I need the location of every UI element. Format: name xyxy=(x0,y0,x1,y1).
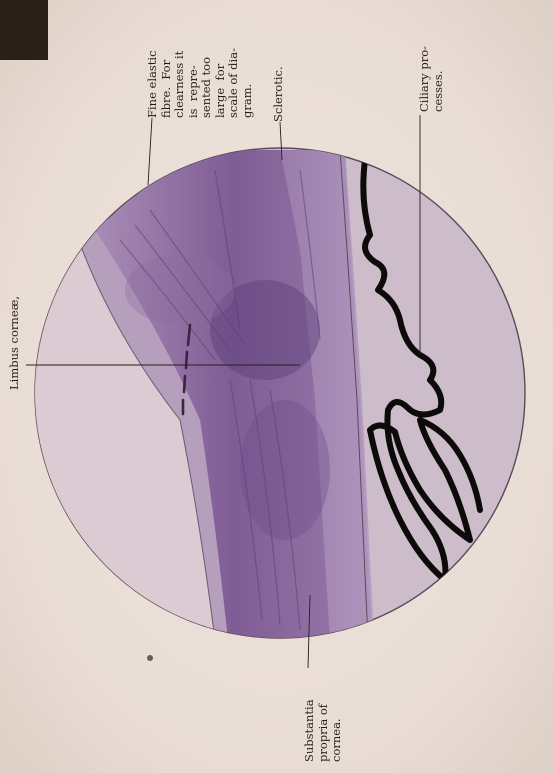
label-substantia-propria: Substantia propria of cornea. xyxy=(303,699,344,762)
label-sclerotic: Sclerotic. xyxy=(272,66,286,122)
label-limbus-corneae: Limbus corneæ, xyxy=(8,296,22,390)
label-ciliary-processes: Ciliary pro- cesses. xyxy=(418,46,445,112)
specimen-dot xyxy=(147,655,153,661)
label-fine-elastic-fibre: Fine elastic fibre. For clearness it is … xyxy=(146,48,254,118)
fibre-leader-line xyxy=(148,118,152,185)
dark-stain-patch xyxy=(240,400,330,540)
